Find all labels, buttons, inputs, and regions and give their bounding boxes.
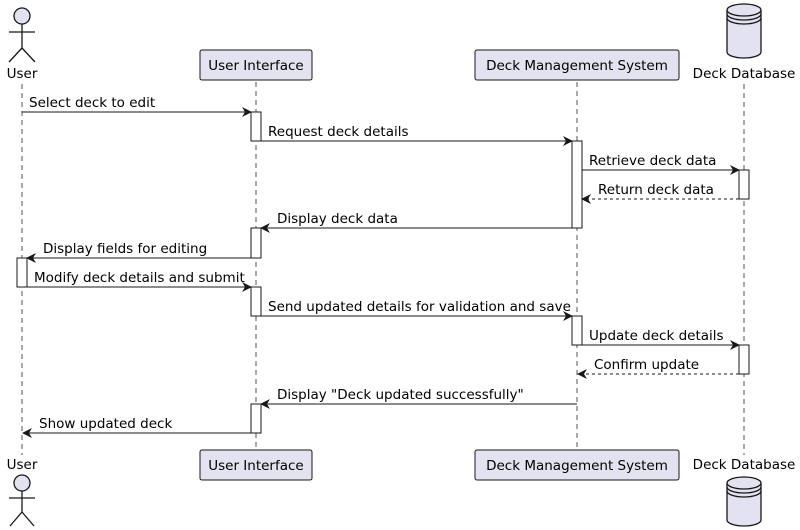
message-label: Update deck details — [589, 328, 724, 344]
participant-db-top: Deck Database — [693, 3, 796, 82]
activation-bar-db — [738, 344, 750, 375]
participant-db-bottom: Deck Database — [693, 457, 796, 527]
participant-ui-top: User Interface — [199, 49, 313, 81]
participant-user-bottom: User — [7, 457, 38, 527]
message: Display deck data — [260, 211, 572, 233]
message: Display "Deck updated successfully" — [260, 387, 577, 409]
message: Retrieve deck data — [582, 153, 740, 175]
lifelines — [21, 82, 745, 455]
actor-icon — [9, 474, 35, 527]
participant-ui-bottom: User Interface — [199, 449, 313, 481]
message-label: Display "Deck updated successfully" — [277, 387, 524, 403]
message-label: Retrieve deck data — [589, 153, 716, 169]
activation-bars — [16, 111, 750, 434]
message-label: Display deck data — [277, 211, 398, 227]
message: Update deck details — [582, 328, 740, 350]
activation-bar-ui — [250, 403, 262, 434]
participant-label: User Interface — [208, 458, 304, 474]
message: Select deck to edit — [22, 95, 252, 117]
participant-label: User — [7, 66, 38, 82]
activation-bar-db — [738, 169, 750, 200]
message: Display fields for editing — [26, 241, 251, 263]
participant-user-top: User — [7, 7, 38, 82]
message: Show updated deck — [22, 416, 251, 438]
activation-bar-ui — [250, 286, 262, 317]
participant-label: Deck Management System — [486, 58, 668, 74]
database-icon — [726, 476, 762, 527]
message-label: Send updated details for validation and … — [268, 299, 571, 315]
activation-bar-ui — [250, 111, 262, 142]
database-icon — [726, 3, 762, 59]
participant-dms-bottom: Deck Management System — [474, 449, 680, 481]
message: Request deck details — [261, 124, 573, 146]
message: Return deck data — [581, 182, 739, 204]
participant-label: Deck Database — [693, 457, 796, 473]
message-label: Show updated deck — [39, 416, 172, 432]
message-label: Confirm update — [594, 357, 699, 373]
activation-bar-user — [16, 257, 28, 288]
message-label: Modify deck details and submit — [34, 270, 245, 286]
message-label: Select deck to edit — [29, 95, 155, 111]
participant-label: Deck Management System — [486, 458, 668, 474]
participant-dms-top: Deck Management System — [474, 49, 680, 81]
message-label: Request deck details — [268, 124, 409, 140]
participant-label: User — [7, 457, 38, 473]
participant-label: User Interface — [208, 58, 304, 74]
message: Confirm update — [577, 357, 739, 379]
participant-label: Deck Database — [693, 66, 796, 82]
actor-icon — [8, 7, 36, 63]
activation-bar-ui — [250, 227, 262, 259]
message-label: Display fields for editing — [43, 241, 207, 257]
message: Modify deck details and submit — [27, 270, 252, 292]
activation-bar-dms — [571, 315, 583, 346]
activation-bar-dms — [571, 140, 583, 229]
message: Send updated details for validation and … — [261, 299, 573, 321]
message-label: Return deck data — [598, 182, 714, 198]
